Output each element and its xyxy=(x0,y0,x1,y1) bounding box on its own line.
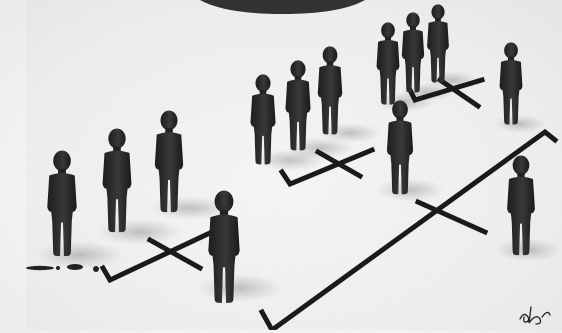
person-figure xyxy=(103,128,132,232)
person-figure xyxy=(402,12,424,92)
person-figure xyxy=(377,22,400,104)
person-figure xyxy=(318,46,343,134)
person-figure xyxy=(47,150,76,256)
person-figure-upper-leader xyxy=(500,42,523,124)
top-dark-arc xyxy=(200,0,365,14)
person-figure xyxy=(285,60,310,150)
artist-signature xyxy=(518,303,552,327)
person-figure xyxy=(427,4,449,82)
signature-glyph xyxy=(518,303,552,327)
